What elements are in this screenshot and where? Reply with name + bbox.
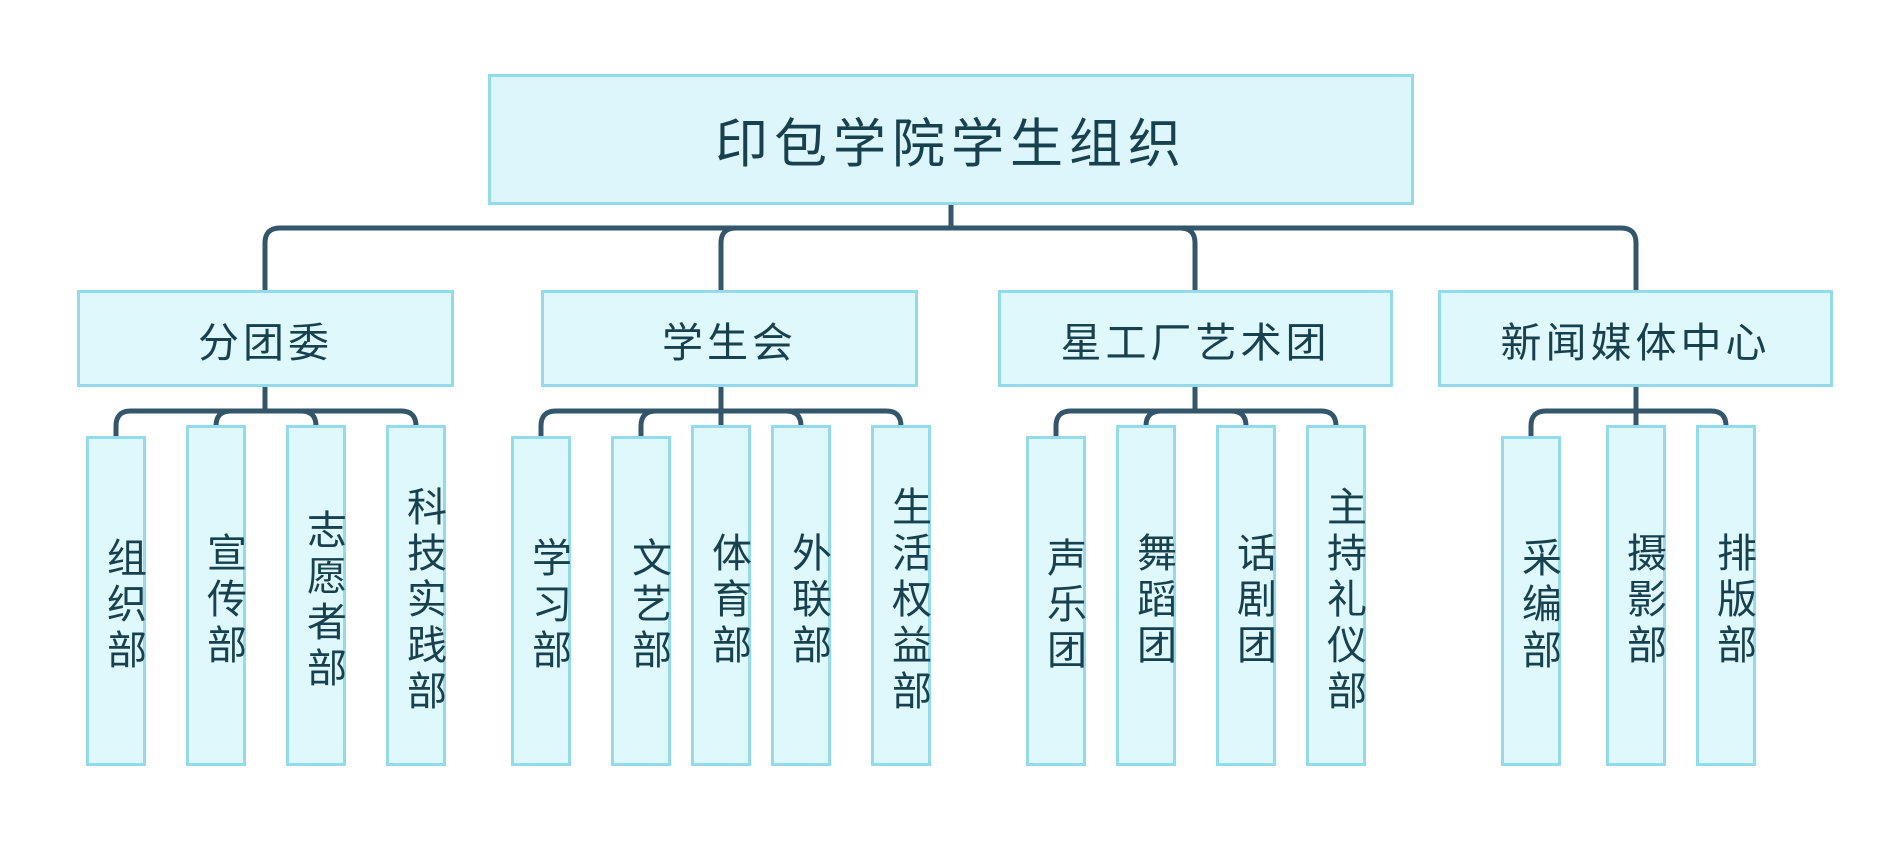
- org-node-leaf-zhuchiliyibu[interactable]: 主持礼仪部: [1306, 425, 1366, 766]
- org-node-leaf-label: 排版部: [1711, 531, 1756, 670]
- org-node-leaf-caibianbu[interactable]: 采编部: [1501, 436, 1561, 766]
- org-node-leaf-tiyubu[interactable]: 体育部: [691, 425, 751, 766]
- org-node-leaf-shengyuetuan[interactable]: 声乐团: [1026, 436, 1086, 766]
- org-node-leaf-label: 话剧团: [1231, 531, 1276, 670]
- org-node-leaf-wudaotuan[interactable]: 舞蹈团: [1116, 425, 1176, 766]
- org-node-leaf-label: 文艺部: [626, 537, 671, 675]
- org-node-leaf-label: 主持礼仪部: [1321, 485, 1366, 716]
- connector-root-to-branch-4: [948, 225, 1639, 293]
- org-node-root-label: 印包学院学生组织: [715, 115, 1187, 174]
- org-node-branch-fentuanwei[interactable]: 分团委: [77, 290, 454, 387]
- org-node-branch-label: 学生会: [662, 319, 797, 366]
- org-node-branch-xueshenghui[interactable]: 学生会: [541, 290, 918, 387]
- org-node-leaf-label: 组织部: [101, 537, 146, 675]
- org-node-leaf-label: 学习部: [526, 537, 571, 675]
- org-node-leaf-zhiyuanzhebu[interactable]: 志愿者部: [286, 425, 346, 766]
- org-node-leaf-xuanchuanbu[interactable]: 宣传部: [186, 425, 246, 766]
- org-node-branch-xinwenmeiti[interactable]: 新闻媒体中心: [1438, 290, 1833, 387]
- org-node-leaf-shenghuoquanyibu[interactable]: 生活权益部: [871, 425, 931, 766]
- org-node-leaf-label: 科技实践部: [401, 485, 446, 716]
- org-node-leaf-zuzhibu[interactable]: 组织部: [86, 436, 146, 766]
- org-node-leaf-label: 宣传部: [201, 531, 246, 670]
- org-node-leaf-label: 志愿者部: [301, 508, 346, 693]
- org-node-leaf-label: 体育部: [706, 531, 751, 670]
- connector-root-to-branch-1: [262, 225, 954, 293]
- org-node-leaf-sheyingbu[interactable]: 摄影部: [1606, 425, 1666, 766]
- org-node-leaf-label: 采编部: [1516, 537, 1561, 675]
- connector-root-to-branch-3: [948, 225, 1198, 293]
- org-node-leaf-label: 摄影部: [1621, 531, 1666, 670]
- org-node-leaf-label: 舞蹈团: [1131, 531, 1176, 670]
- org-node-leaf-wenyibu[interactable]: 文艺部: [611, 436, 671, 766]
- org-node-leaf-kejishijianbu[interactable]: 科技实践部: [386, 425, 446, 766]
- org-node-leaf-wailianbu[interactable]: 外联部: [771, 425, 831, 766]
- org-node-root[interactable]: 印包学院学生组织: [488, 74, 1414, 205]
- org-node-leaf-label: 外联部: [786, 531, 831, 670]
- org-node-branch-label: 星工厂艺术团: [1060, 319, 1331, 366]
- org-node-branch-label: 新闻媒体中心: [1500, 319, 1771, 366]
- org-node-leaf-paibanbu[interactable]: 排版部: [1696, 425, 1756, 766]
- org-node-leaf-label: 生活权益部: [886, 485, 931, 716]
- org-node-branch-label: 分团委: [198, 319, 333, 366]
- org-node-leaf-label: 声乐团: [1041, 537, 1086, 675]
- connector-root-to-branch-2: [718, 225, 954, 293]
- org-node-leaf-hujutuan[interactable]: 话剧团: [1216, 425, 1276, 766]
- org-node-leaf-xuexibu[interactable]: 学习部: [511, 436, 571, 766]
- org-node-branch-xinggongchang[interactable]: 星工厂艺术团: [998, 290, 1393, 387]
